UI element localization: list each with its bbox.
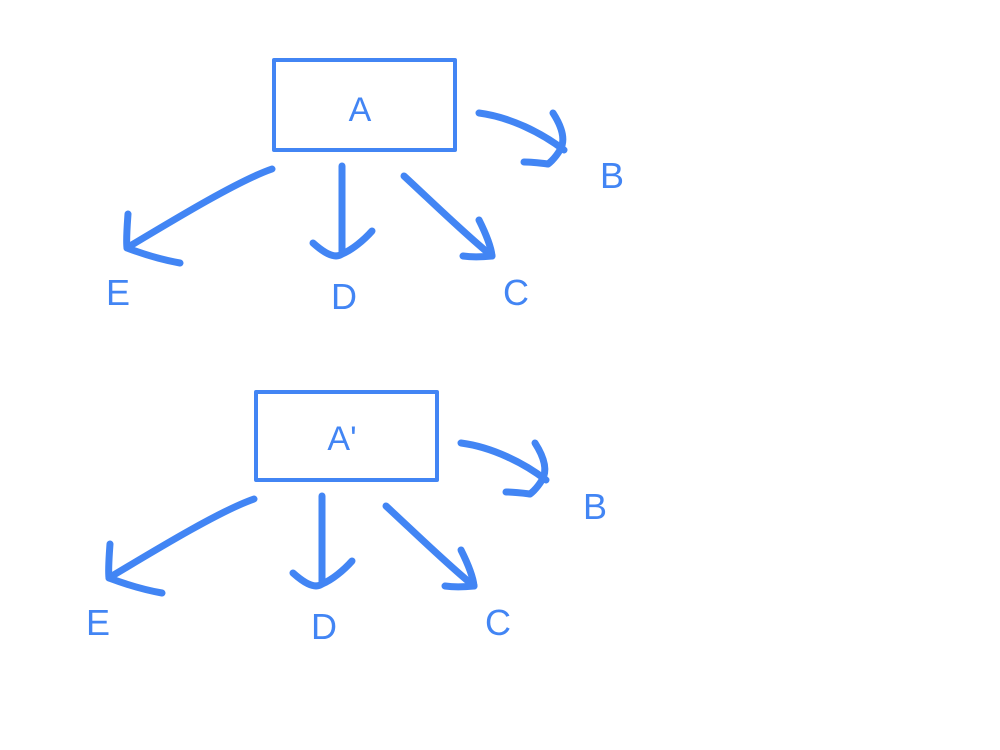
arrow-head-stroke-e — [105, 574, 166, 597]
arrow-to-e[interactable] — [123, 165, 276, 267]
arrow-head-stroke-c — [441, 582, 478, 591]
leaf-label-d: D — [331, 276, 357, 317]
arrow-shaft-c — [400, 172, 496, 260]
node-box-A-prime[interactable] — [254, 390, 439, 482]
arrow-head-stroke-e — [123, 244, 184, 267]
arrow-shaft-b — [457, 439, 550, 484]
arrow-shaft-e — [108, 495, 258, 580]
arrow-to-b[interactable] — [475, 109, 568, 168]
arrow-head-stroke-c — [459, 252, 496, 261]
arrow-head-stroke-d — [289, 569, 326, 590]
node-box-label: A' — [327, 420, 356, 458]
arrow-shaft-c — [382, 502, 478, 590]
leaf-label-e: E — [86, 602, 110, 643]
arrow-shaft-e — [126, 165, 276, 250]
leaf-label-c: C — [503, 272, 529, 313]
arrow-head-stroke-d — [318, 557, 356, 588]
arrow-head-stroke-d — [309, 239, 346, 260]
leaf-label-c: C — [485, 602, 511, 643]
arrow-to-d[interactable] — [289, 492, 356, 590]
leaf-label-b: B — [600, 155, 624, 196]
arrow-shaft-b — [475, 109, 568, 154]
diagram-group-top: A B E D C — [106, 58, 624, 317]
arrow-head-stroke-b — [520, 158, 552, 168]
arrow-head-stroke-b — [502, 488, 534, 498]
arrow-head-stroke-e — [105, 540, 114, 582]
leaf-label-b: B — [583, 486, 607, 527]
arrow-to-d[interactable] — [309, 162, 376, 260]
arrow-head-stroke-d — [338, 227, 376, 258]
leaf-label-e: E — [106, 272, 130, 313]
leaf-label-d: D — [311, 606, 337, 647]
arrow-to-e[interactable] — [105, 495, 258, 597]
arrow-head-stroke-e — [123, 210, 132, 252]
arrow-to-c[interactable] — [400, 172, 496, 261]
node-box-A[interactable] — [272, 58, 457, 152]
node-box-label: A — [349, 91, 372, 129]
diagram-group-bottom: A' B E D C — [86, 390, 607, 647]
arrow-to-c[interactable] — [382, 502, 478, 591]
arrow-to-b[interactable] — [457, 439, 550, 498]
